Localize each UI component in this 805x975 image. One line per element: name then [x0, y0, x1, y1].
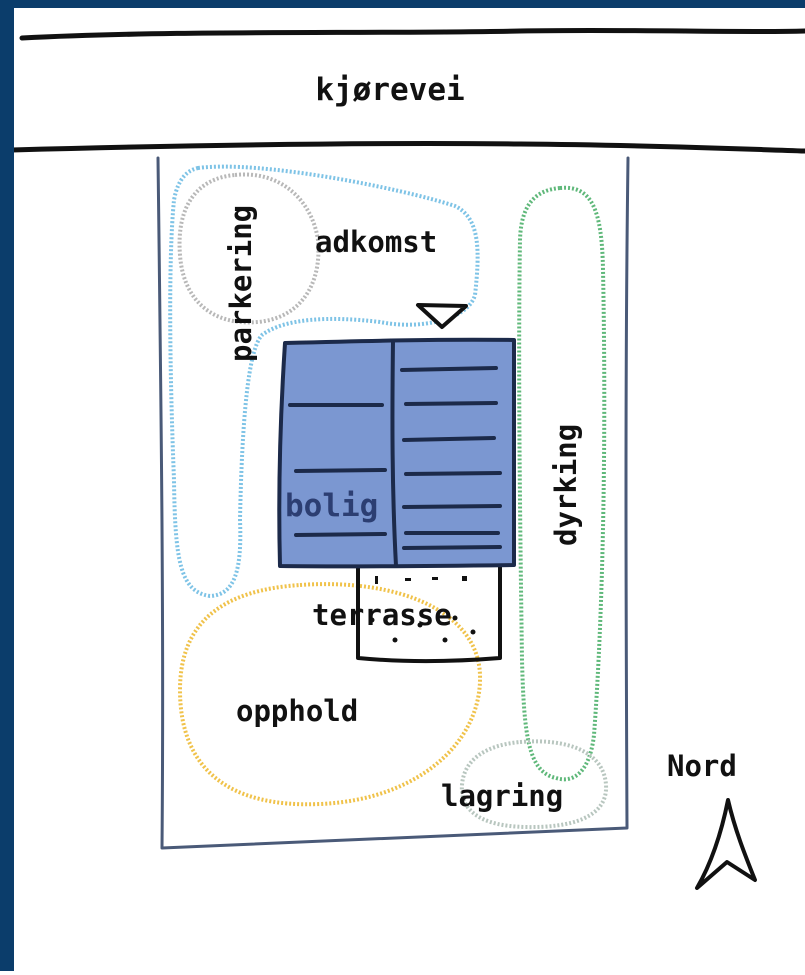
cultivation-zone	[517, 185, 607, 782]
north-arrow-icon	[695, 798, 757, 890]
dwelling-label: bolig	[285, 488, 378, 524]
plot-boundary	[156, 156, 630, 850]
stay-label: opphold	[236, 694, 358, 728]
north-label: Nord	[667, 749, 737, 783]
entrance-triangle-icon	[416, 303, 468, 329]
road-label: kjørevei	[315, 72, 464, 108]
storage-zone	[459, 739, 609, 830]
terrace-label: terrasse	[312, 598, 452, 632]
dwelling-building	[277, 337, 516, 569]
stay-zone	[177, 582, 483, 807]
terrace-dots	[369, 576, 476, 643]
storage-label: lagring	[441, 779, 563, 813]
dwelling-roof-ridge	[390, 340, 398, 567]
cultivation-label: dyrking	[549, 424, 583, 546]
window-frame-left	[0, 0, 14, 971]
parking-label: parkering	[224, 205, 258, 362]
roof-lines-left	[288, 403, 387, 537]
window-frame-top	[0, 0, 805, 8]
roof-lines-right	[400, 366, 502, 550]
access-label: adkomst	[315, 225, 437, 259]
terrace-outline	[356, 565, 502, 663]
road-edge-top	[19, 27, 805, 41]
access-zone	[168, 164, 480, 598]
road-edge-bottom	[9, 140, 805, 154]
parking-zone	[177, 172, 321, 325]
